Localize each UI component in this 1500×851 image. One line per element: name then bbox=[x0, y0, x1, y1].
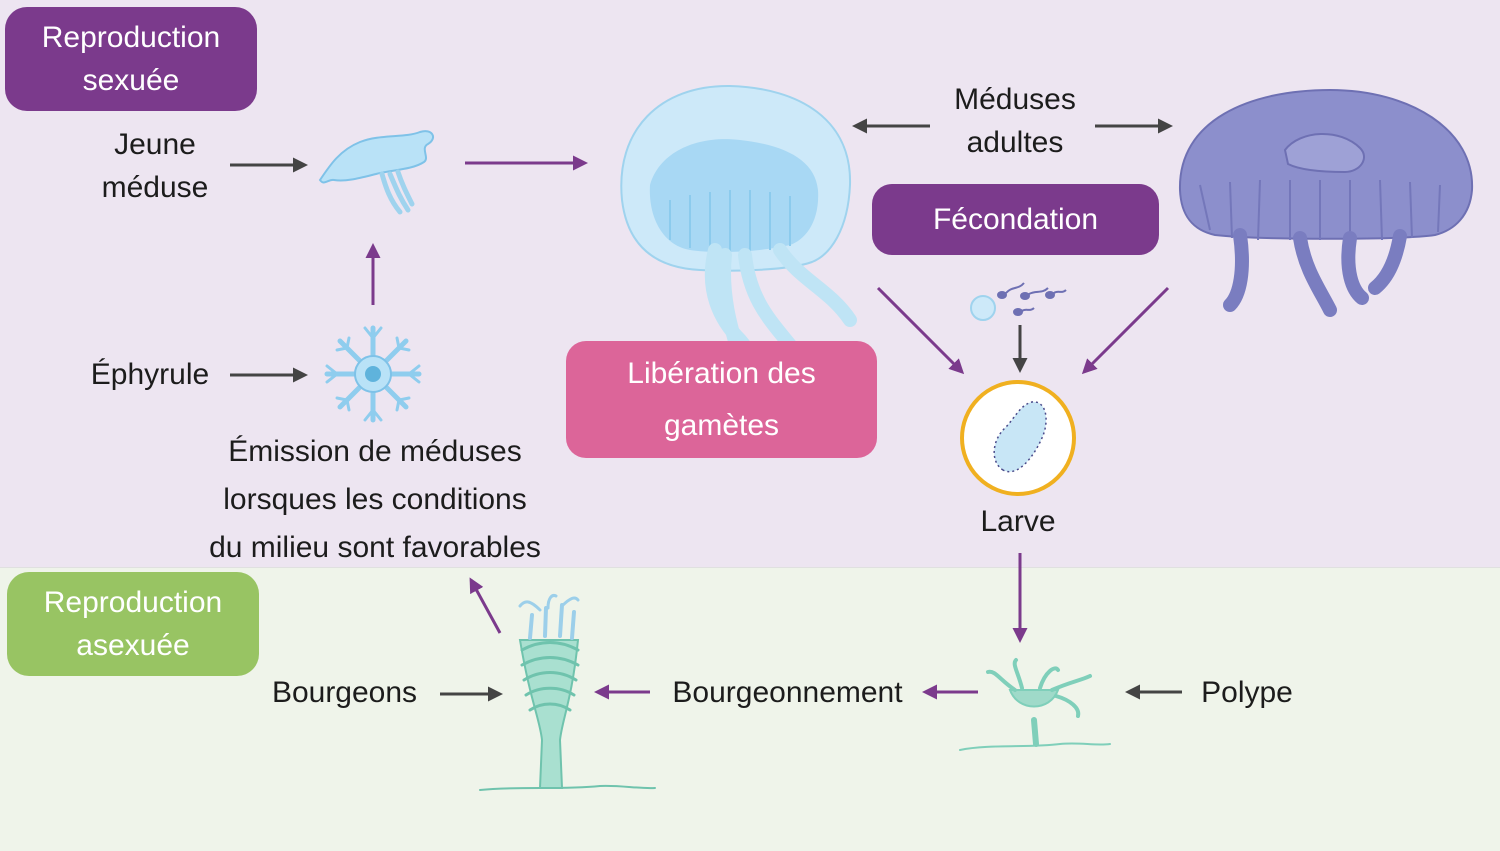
ephyra-icon bbox=[324, 325, 422, 423]
emission-line3: du milieu sont favorables bbox=[209, 531, 541, 564]
polype-label: Polype bbox=[1201, 676, 1293, 709]
asexual-reproduction-title: Reproduction asexuée bbox=[7, 572, 259, 676]
bourgeons-label: Bourgeons bbox=[271, 676, 418, 709]
sexual-title-line1: Reproduction bbox=[41, 21, 221, 54]
asexual-title-line2: asexuée bbox=[76, 629, 190, 662]
emission-line1: Émission de méduses bbox=[228, 435, 522, 468]
arrow-budding-to-emission bbox=[469, 577, 502, 634]
ephyrule-label: Éphyrule bbox=[90, 358, 210, 391]
sexual-reproduction-title: Reproduction sexuée bbox=[5, 7, 257, 111]
larva-icon bbox=[960, 380, 1076, 496]
fecondation-box: Fécondation bbox=[872, 184, 1159, 255]
dark-jellyfish-icon bbox=[1178, 88, 1474, 317]
young-jellyfish-icon bbox=[318, 130, 435, 215]
arrows bbox=[230, 118, 1182, 702]
gametes-icon bbox=[970, 282, 1067, 321]
asexual-title-line1: Reproduction bbox=[43, 586, 223, 619]
liberation-line2: gamètes bbox=[663, 408, 780, 442]
liberation-line1: Libération des bbox=[627, 356, 816, 390]
jeune-line2: méduse bbox=[101, 171, 209, 204]
arrow-light-jelly-to-larva bbox=[876, 286, 965, 375]
sexual-title-line2: sexuée bbox=[82, 64, 180, 97]
emission-line2: lorsques les conditions bbox=[223, 483, 527, 516]
meduses-adultes-label: Méduses adultes bbox=[930, 78, 1100, 164]
liberation-box: Libération des gamètes bbox=[566, 341, 877, 458]
light-jellyfish-icon bbox=[620, 84, 857, 387]
arrow-dark-jelly-to-larva bbox=[1081, 286, 1170, 375]
jeune-line1: Jeune bbox=[114, 128, 196, 161]
adultes-line1: Méduses bbox=[954, 83, 1076, 116]
budding-polyp-icon bbox=[479, 594, 656, 791]
fecondation-label: Fécondation bbox=[932, 203, 1099, 236]
jeune-meduse-label: Jeune méduse bbox=[80, 123, 230, 209]
bourgeonnement-label: Bourgeonnement bbox=[672, 676, 903, 709]
polyp-icon bbox=[959, 658, 1111, 751]
emission-label: Émission de méduses lorsques les conditi… bbox=[180, 428, 570, 572]
adultes-line2: adultes bbox=[966, 126, 1064, 159]
larve-label: Larve bbox=[980, 505, 1056, 538]
